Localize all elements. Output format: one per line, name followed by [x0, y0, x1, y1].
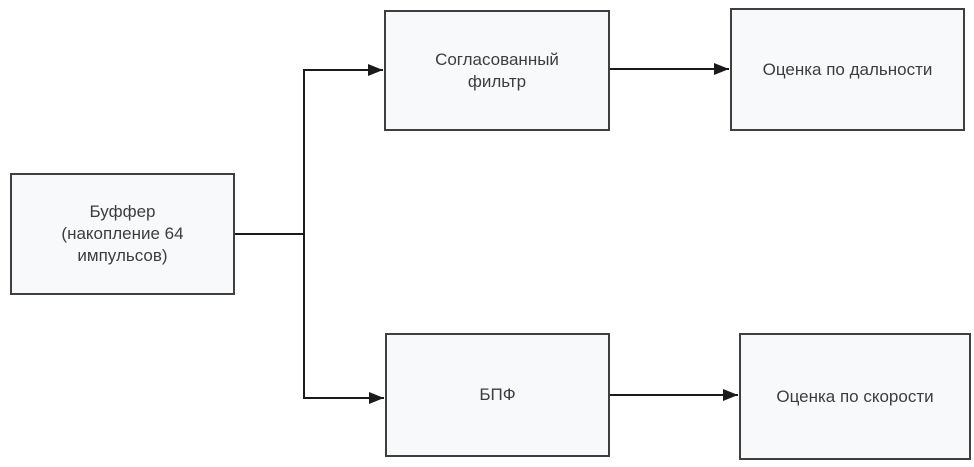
node-range-estimate: Оценка по дальности — [730, 8, 965, 131]
node-range-estimate-label: Оценка по дальности — [762, 59, 933, 79]
edge-junction-to-matched-filter — [303, 64, 383, 234]
node-buffer-label: Буффер (накопление 64 импульсов) — [61, 202, 184, 265]
edge-junction-to-fft — [303, 234, 384, 404]
node-matched-filter-label: Согласованный фильтр — [435, 49, 559, 91]
node-buffer: Буффер (накопление 64 импульсов) — [10, 173, 235, 295]
node-speed-estimate-label: Оценка по скорости — [776, 386, 934, 406]
node-fft-label: БПФ — [479, 385, 516, 404]
node-speed-estimate: Оценка по скорости — [739, 333, 971, 460]
node-matched-filter: Согласованный фильтр — [384, 10, 610, 131]
node-fft: БПФ — [385, 333, 610, 457]
